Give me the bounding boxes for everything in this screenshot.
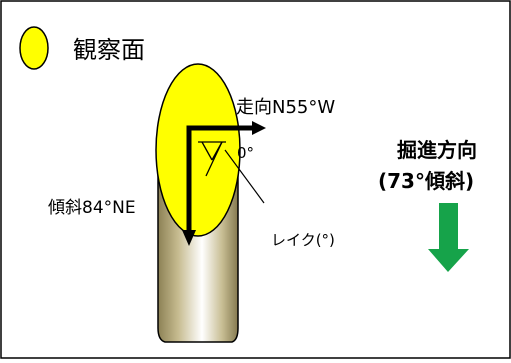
rake-symbol-stroke (205, 141, 223, 177)
advance-dip: (73°傾斜) (378, 169, 474, 193)
rake-symbol-left (201, 141, 213, 161)
legend-swatch (19, 26, 49, 70)
orientation-axes (182, 121, 266, 246)
rake-label: レイク(°) (271, 231, 335, 249)
legend-label: 観察面 (73, 36, 145, 64)
legend: 観察面 (19, 26, 145, 70)
advance-title: 掘進方向 (397, 138, 477, 162)
dip-label: 傾斜84°NE (48, 198, 136, 218)
strike-dip-frame (186, 125, 252, 230)
advance-arrow-shaft (439, 203, 458, 250)
advance-direction: 掘進方向 (73°傾斜) (378, 138, 477, 272)
dip-arrowhead (182, 230, 196, 246)
rake-leader-line (224, 149, 265, 204)
rake-symbol (198, 141, 226, 177)
observation-face (155, 63, 241, 237)
rake-angle-label: 0° (237, 144, 254, 162)
strike-arrowhead (252, 121, 266, 135)
strike-label: 走向N55°W (236, 97, 335, 118)
advance-arrow-head (428, 249, 469, 272)
